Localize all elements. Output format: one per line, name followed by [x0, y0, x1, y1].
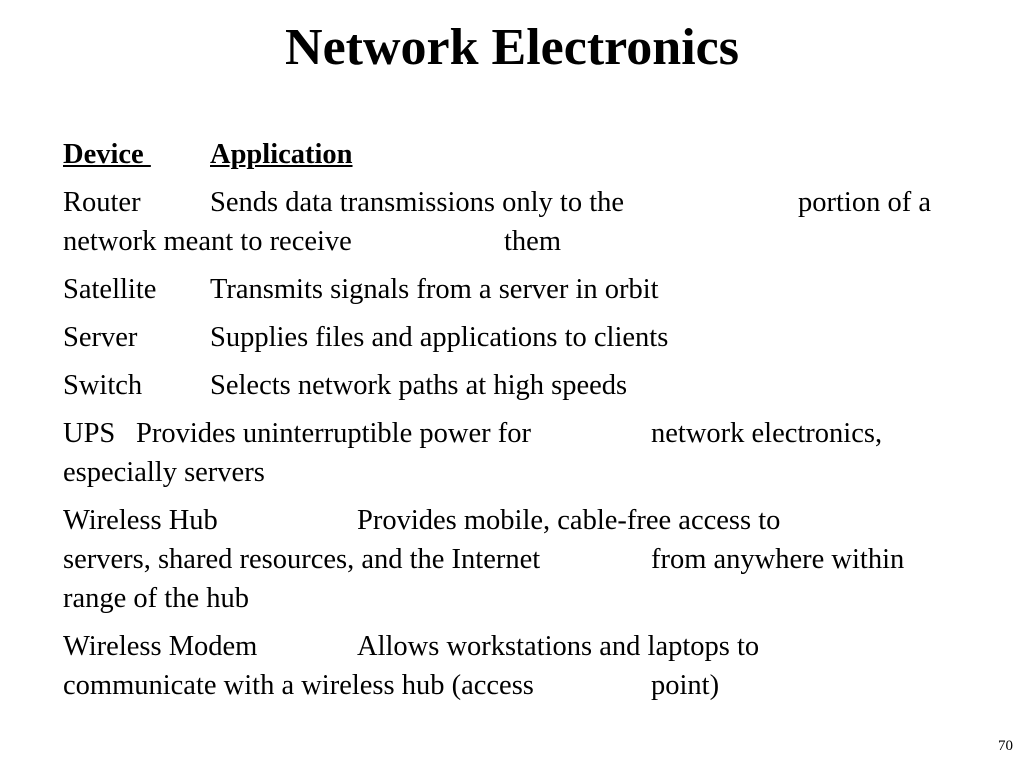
device-name: Switch: [63, 370, 143, 401]
device-name: Server: [63, 322, 138, 353]
list-item: Switch Selects network paths at high spe…: [63, 366, 963, 405]
device-description: network electronics,: [651, 418, 883, 449]
device-description: communicate with a wireless hub (access: [63, 670, 534, 701]
list-item-line: Router Sends data transmissions only to …: [63, 183, 963, 222]
device-description: Selects network paths at high speeds: [210, 370, 628, 401]
application-column-header: Application: [210, 139, 353, 170]
table-header: Device Application: [63, 135, 963, 174]
device-table: Device Application Router Sends data tra…: [63, 135, 963, 714]
list-item: Satellite Transmits signals from a serve…: [63, 270, 963, 309]
slide-title: Network Electronics: [285, 19, 739, 76]
list-item-line: Switch Selects network paths at high spe…: [63, 366, 963, 405]
list-item-line: range of the hub: [63, 579, 963, 618]
device-column-header: Device: [63, 139, 151, 170]
device-description: Supplies files and applications to clien…: [210, 322, 669, 353]
device-name: Wireless Hub: [63, 505, 218, 536]
list-item: Server Supplies files and applications t…: [63, 318, 963, 357]
list-item: Wireless Modem Allows workstations and l…: [63, 627, 963, 705]
device-description: Transmits signals from a server in orbit: [210, 274, 659, 305]
device-name: Router: [63, 187, 141, 218]
device-description: servers, shared resources, and the Inter…: [63, 544, 541, 575]
list-item-line: Satellite Transmits signals from a serve…: [63, 270, 963, 309]
device-name: UPS: [63, 418, 116, 449]
list-item-line: servers, shared resources, and the Inter…: [63, 540, 963, 579]
list-item: Router Sends data transmissions only to …: [63, 183, 963, 261]
table-header-line: Device Application: [63, 135, 963, 174]
device-description: point): [651, 670, 720, 701]
list-item-line: UPS Provides uninterruptible power for n…: [63, 414, 963, 453]
device-description: network meant to receive: [63, 226, 352, 257]
list-item-line: Wireless Modem Allows workstations and l…: [63, 627, 963, 666]
device-description: from anywhere within: [651, 544, 905, 575]
device-description: Allows workstations and laptops to: [357, 631, 760, 662]
device-description: Provides uninterruptible power for: [136, 418, 531, 449]
device-name: Satellite: [63, 274, 157, 305]
list-item-line: Server Supplies files and applications t…: [63, 318, 963, 357]
device-description: especially servers: [63, 457, 265, 488]
list-item-line: network meant to receive them: [63, 222, 963, 261]
list-item-line: especially servers: [63, 453, 963, 492]
device-description: them: [504, 226, 561, 257]
list-item-line: communicate with a wireless hub (access …: [63, 666, 963, 705]
device-description: Sends data transmissions only to the: [210, 187, 625, 218]
list-item-line: Wireless Hub Provides mobile, cable-free…: [63, 501, 963, 540]
list-item: Wireless Hub Provides mobile, cable-free…: [63, 501, 963, 618]
device-description: Provides mobile, cable-free access to: [357, 505, 781, 536]
list-item: UPS Provides uninterruptible power for n…: [63, 414, 963, 492]
device-description: range of the hub: [63, 583, 249, 614]
page-number: 70: [998, 738, 1013, 754]
device-description: portion of a: [798, 187, 931, 218]
device-name: Wireless Modem: [63, 631, 258, 662]
